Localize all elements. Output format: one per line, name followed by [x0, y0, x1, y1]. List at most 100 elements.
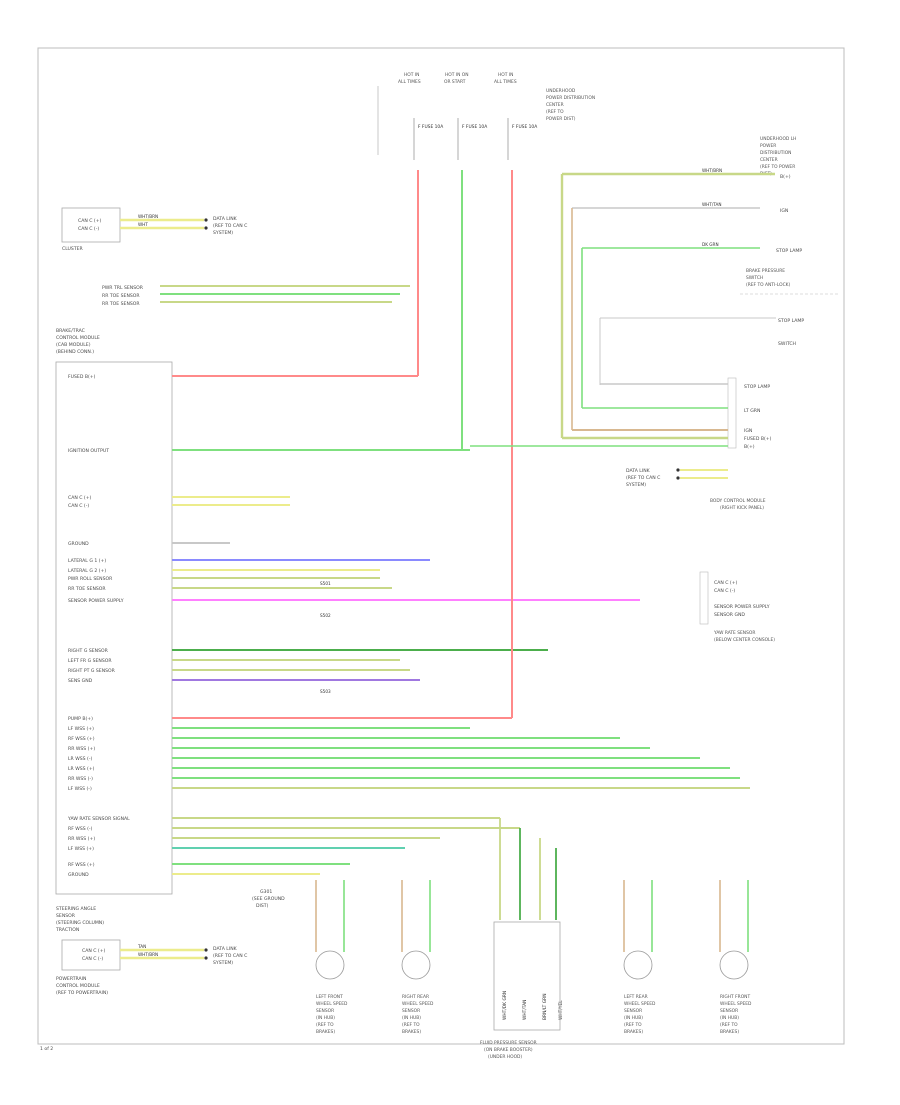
top-fuse-1-mode: ALL TIMES: [398, 79, 421, 85]
wheel-sensor-label: SENSOR: [316, 1008, 334, 1014]
wheel-sensor-label: (IN HUB): [402, 1015, 421, 1021]
fluid-sensor-wire-label: WHT/YEL: [558, 1000, 564, 1020]
fluid-sensor-2: (ON BRAKE BOOSTER): [484, 1047, 533, 1053]
cluster-wire-1-label: WHT/BRN: [138, 214, 158, 219]
rb-switch-3: (REF TO ANTI-LOCK): [746, 282, 791, 288]
rb-lower-pin-3: IGN: [744, 428, 752, 434]
ecu-pin-label: PUMP B(+): [68, 716, 93, 722]
wheel-sensor-label: (REF TO: [316, 1022, 334, 1028]
rb-can-dot-2: [676, 476, 680, 480]
wheel-sensor-label: SENSOR: [720, 1008, 738, 1014]
rb-switch-2: SWITCH: [746, 275, 763, 281]
steer-module-2: CONTROL MODULE: [56, 983, 100, 989]
fluid-sensor-wire-label: WHT/DK GRN: [502, 991, 508, 1020]
ecu-pin-label: RIGHT PT G SENSOR: [68, 668, 116, 674]
steer-wire-1-label: TAN: [137, 944, 146, 949]
rb-pin-1: B(+): [780, 174, 791, 180]
cluster-pin-2: CAN C (-): [78, 226, 99, 232]
wheel-sensor-label: BRAKES): [316, 1029, 335, 1035]
fluid-sensor-box: [493, 921, 561, 1031]
cluster-net-2: (REF TO CAN C: [213, 223, 247, 229]
wheel-sensor-symbol: [315, 950, 345, 980]
steering-sensor: STEERING ANGLE SENSOR (STEERING COLUMN) …: [55, 906, 247, 996]
top-fuse-2: HOT IN ON OR START F FUSE 10A: [444, 72, 487, 160]
rb-lower-pin-5: B(+): [744, 444, 755, 450]
steer-net-2: (REF TO CAN C: [213, 953, 247, 959]
brake-ecu-title: BRAKE/TRAC CONTROL MODULE (CAB MODULE) (…: [56, 328, 100, 355]
rb-module-1: BODY CONTROL MODULE: [710, 498, 766, 504]
wheel-sensor-label: WHEEL SPEED: [624, 1001, 656, 1007]
top-fuse-1-label: F FUSE 10A: [418, 124, 443, 130]
top-block-line-3: CENTER: [546, 102, 564, 108]
rb-datalink-1: DATA LINK: [626, 468, 651, 474]
wheel-sensor-label: WHEEL SPEED: [402, 1001, 434, 1007]
wheel-sensor-label: BRAKES): [624, 1029, 643, 1035]
steer-pin-1: CAN C (+): [82, 948, 106, 954]
yaw-pin-4: SENSOR GND: [714, 612, 745, 618]
splice-label-2: S502: [320, 613, 331, 618]
top-fuse-2-label: F FUSE 10A: [462, 124, 487, 130]
ground-3: DIST): [256, 903, 269, 909]
wheel-sensor-label: RIGHT REAR: [402, 994, 429, 1000]
yaw-pin-2: CAN C (-): [714, 588, 735, 594]
ecu-pin-label: LF WSS (-): [68, 786, 92, 792]
right-block-title-3: DISTRIBUTION: [760, 150, 791, 156]
brake-ecu-title-4: (BEHIND CONN.): [56, 349, 94, 355]
steer-label-3: (STEERING COLUMN): [56, 920, 104, 926]
wheel-sensor-label: RIGHT FRONT: [720, 994, 750, 1000]
rb-module-2: (RIGHT KICK PANEL): [720, 505, 764, 511]
wheel-sensor-label: BRAKES): [720, 1029, 739, 1035]
ecu-pin-label: LATERAL G 2 (+): [68, 568, 106, 574]
steer-dot-1: [204, 948, 208, 952]
top-left-pin-1: PWR TRL SENSOR: [102, 285, 144, 291]
rb-pin-3: STOP LAMP: [776, 248, 802, 254]
ecu-pin-label: RR WSS (+): [68, 836, 95, 842]
ecu-pin-label: LF WSS (+): [68, 726, 94, 732]
cluster-wire-2-label: WHT: [138, 222, 148, 227]
brake-ecu-title-1: BRAKE/TRAC: [56, 328, 85, 334]
fluid-sensor-wire-label: BRN/LT GRN: [542, 994, 548, 1020]
wheel-sensor-label: BRAKES): [402, 1029, 421, 1035]
page-reference: 1 of 2: [40, 1046, 53, 1052]
fluid-sensor-wire-label: WHT/TAN: [522, 1000, 528, 1020]
yaw-pin-1: CAN C (+): [714, 580, 738, 586]
steer-module-1: POWERTRAIN: [56, 976, 86, 982]
rb-lower-pin-1: STOP LAMP: [744, 384, 770, 390]
wheel-sensor-label: WHEEL SPEED: [720, 1001, 752, 1007]
wheel-sensor-label: (IN HUB): [316, 1015, 335, 1021]
fluid-sensor-1: FLUID PRESSURE SENSOR: [480, 1040, 537, 1046]
top-left-pin-3: RR TOE SENSOR: [102, 301, 140, 307]
ground-2: (SEE GROUND: [252, 896, 285, 902]
top-fuse-2-hot: HOT IN ON: [445, 72, 469, 78]
top-fuse-2-mode: OR START: [444, 79, 466, 85]
yaw-sensor: CAN C (+) CAN C (-) SENSOR POWER SUPPLY …: [699, 571, 775, 643]
steer-pin-2: CAN C (-): [82, 956, 103, 962]
wheel-sensor-symbol: [401, 950, 431, 980]
ecu-pin-label: LF WSS (+): [68, 846, 94, 852]
brake-ecu-wires: [172, 375, 750, 875]
ecu-pin-label: LATERAL G 1 (+): [68, 558, 106, 564]
right-block-title-5: (REF TO POWER: [760, 164, 795, 170]
splice-label-3: S503: [320, 689, 331, 694]
ecu-pin-label: RF WSS (+): [68, 862, 95, 868]
yaw-label-2: (BELOW CENTER CONSOLE): [714, 637, 775, 643]
wheel-sensor-label: (REF TO: [624, 1022, 642, 1028]
wheel-sensor-label: (REF TO: [720, 1022, 738, 1028]
ecu-pin-label: FUSED B(+): [68, 374, 96, 380]
rb-can-dot-1: [676, 468, 680, 472]
top-left-pin-2: RR TOE SENSOR: [102, 293, 140, 299]
ecu-pin-label: RF WSS (+): [68, 736, 95, 742]
right-block-title-1: UNDERHOOD LH: [760, 136, 796, 142]
wheel-sensor-label: (IN HUB): [720, 1015, 739, 1021]
steer-module-3: (REF TO POWERTRAIN): [56, 990, 108, 996]
rb-datalink-2: (REF TO CAN C: [626, 475, 660, 481]
diagram-frame: [37, 47, 845, 1045]
wheel-sensor-label: LEFT REAR: [624, 994, 648, 1000]
wheel-sensor-label: LEFT FRONT: [316, 994, 343, 1000]
ecu-pin-label: LR WSS (+): [68, 766, 95, 772]
yaw-pin-3: SENSOR POWER SUPPLY: [714, 604, 770, 610]
yaw-sensor-box: [699, 571, 709, 625]
rb-datalink-3: SYSTEM): [626, 482, 646, 488]
